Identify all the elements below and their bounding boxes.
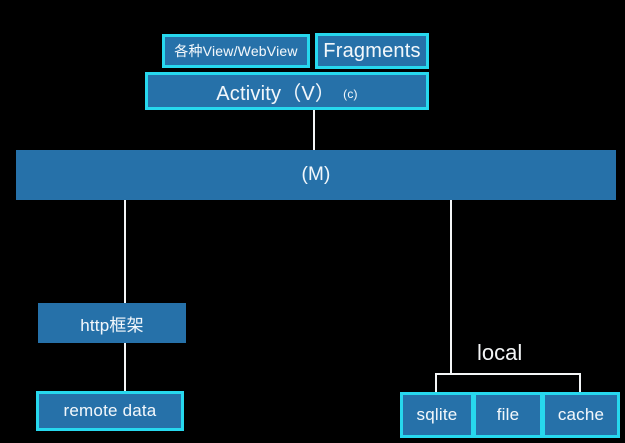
node-file[interactable]: file bbox=[473, 392, 543, 438]
node-activity-sublabel: (c) bbox=[343, 87, 358, 101]
node-file-label: file bbox=[496, 405, 520, 424]
node-http-framework-label: http框架 bbox=[80, 315, 144, 335]
node-cache-label: cache bbox=[557, 405, 605, 424]
node-views[interactable]: 各种View/WebView bbox=[162, 34, 310, 68]
label-local: local bbox=[477, 340, 523, 365]
node-activity[interactable]: Activity（V） (c) bbox=[145, 72, 429, 110]
connector-model-to-local bbox=[450, 200, 452, 374]
node-fragments[interactable]: Fragments bbox=[315, 33, 429, 69]
node-model[interactable]: (M) bbox=[16, 150, 616, 200]
node-cache[interactable]: cache bbox=[542, 392, 620, 438]
local-bracket-left-tick bbox=[435, 373, 437, 393]
connector-model-to-http bbox=[124, 200, 126, 304]
node-sqlite-label: sqlite bbox=[416, 405, 458, 424]
node-activity-label: Activity（V） bbox=[216, 82, 336, 105]
node-views-label: 各种View/WebView bbox=[174, 43, 298, 59]
node-model-label: (M) bbox=[301, 164, 331, 185]
node-http-framework[interactable]: http框架 bbox=[38, 303, 186, 343]
connector-http-to-remote bbox=[124, 343, 126, 392]
node-remote-data-label: remote data bbox=[63, 401, 157, 420]
node-remote-data[interactable]: remote data bbox=[36, 391, 184, 431]
node-fragments-label: Fragments bbox=[323, 39, 421, 62]
node-sqlite[interactable]: sqlite bbox=[400, 392, 474, 438]
local-bracket-horizontal bbox=[435, 373, 581, 375]
local-bracket-right-tick bbox=[579, 373, 581, 393]
connector-activity-to-model bbox=[313, 110, 315, 151]
